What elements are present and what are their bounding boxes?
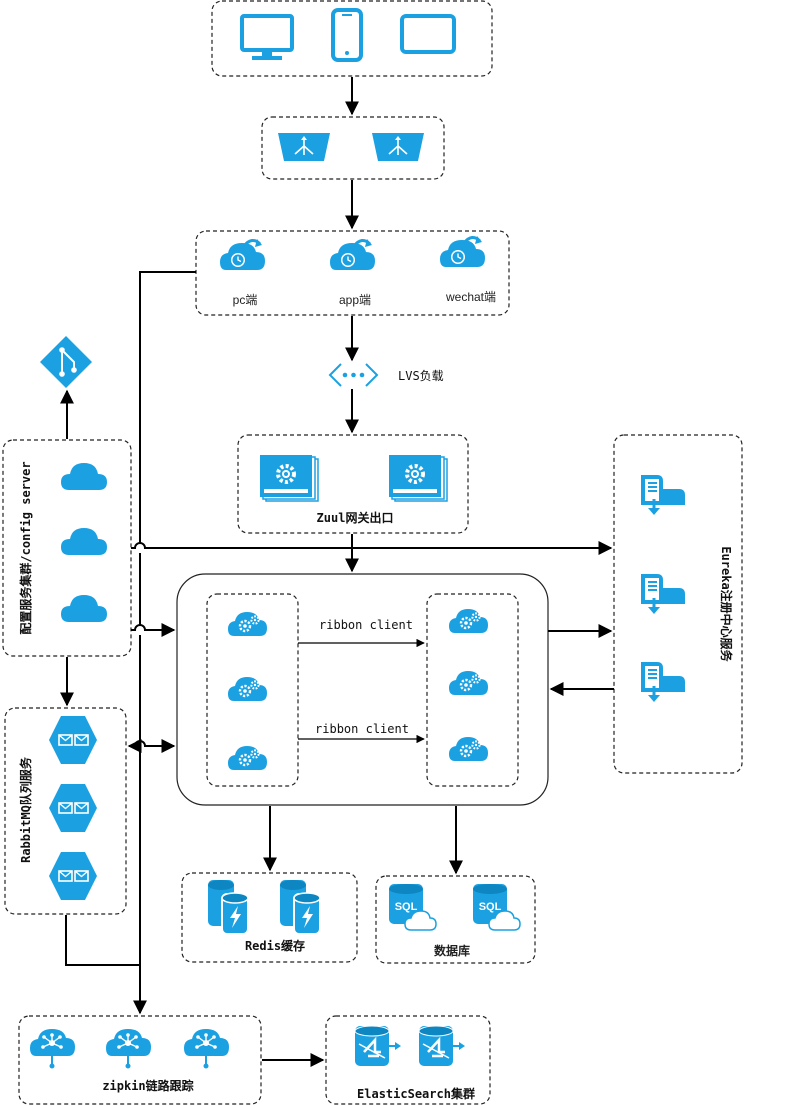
config-label: 配置服务集群/config server xyxy=(18,461,33,634)
config-box xyxy=(2,439,132,657)
wechat-label: wechat端 xyxy=(445,290,496,304)
clients-box xyxy=(211,0,493,77)
search-db-icon xyxy=(417,1024,467,1068)
search-db-icon xyxy=(353,1024,403,1068)
cloud-icon xyxy=(61,528,107,555)
cloud-gears-icon xyxy=(226,610,269,638)
eureka-label: Eureka注册中心服务 xyxy=(719,546,734,662)
cloud-gears-icon xyxy=(447,735,490,763)
es-box xyxy=(325,1015,491,1105)
services-box xyxy=(176,573,549,806)
rabbit-box xyxy=(4,707,127,915)
balancer-box xyxy=(261,116,445,180)
gear-window-icon xyxy=(258,453,320,503)
pc-label: pc端 xyxy=(233,293,258,307)
tablet-icon xyxy=(400,14,456,54)
services-left-box xyxy=(206,593,299,787)
monitor-icon xyxy=(240,14,294,60)
cloud-icon xyxy=(61,463,107,490)
services-right-box xyxy=(426,593,519,787)
cloud-clock-icon xyxy=(438,234,487,269)
connectors xyxy=(60,77,614,1067)
cloud-network-icon xyxy=(183,1028,230,1070)
sql-db-icon xyxy=(472,883,521,931)
ribbon-label: ribbon client xyxy=(315,722,409,736)
message-queue-icon xyxy=(48,783,98,833)
network-dots-icon xyxy=(328,363,379,387)
es-label: ElasticSearch集群 xyxy=(357,1086,475,1101)
zuul-box xyxy=(237,434,469,534)
rabbit-label: RabbitMQ队列服务 xyxy=(18,756,33,863)
cloud-clock-icon xyxy=(218,237,267,272)
service-registry-icon xyxy=(639,660,687,704)
message-queue-icon xyxy=(48,851,98,901)
git-icon xyxy=(40,336,92,388)
zuul-label: Zuul网关出口 xyxy=(317,510,394,525)
redis-box xyxy=(181,872,358,963)
cache-db-icon xyxy=(279,879,321,935)
db-label: 数据库 xyxy=(434,943,470,958)
cloud-gears-icon xyxy=(226,675,269,703)
cloud-network-icon xyxy=(29,1028,76,1070)
cloud-gears-icon xyxy=(447,607,490,635)
ribbon-label: ribbon client xyxy=(319,618,413,632)
load-balancer-icon xyxy=(277,132,331,162)
cloud-clock-icon xyxy=(328,237,377,272)
zipkin-label: zipkin链路跟踪 xyxy=(102,1078,193,1093)
redis-label: Redis缓存 xyxy=(245,938,305,953)
cloud-network-icon xyxy=(105,1028,152,1070)
sql-db-icon xyxy=(388,883,437,931)
phone-icon xyxy=(331,8,363,62)
cloud-gears-icon xyxy=(447,669,490,697)
load-balancer-icon xyxy=(371,132,425,162)
message-queue-icon xyxy=(48,715,98,765)
cloud-gears-icon xyxy=(226,744,269,772)
lvs-label: LVS负载 xyxy=(398,369,444,383)
cache-db-icon xyxy=(207,879,249,935)
app-label: app端 xyxy=(339,293,371,307)
service-registry-icon xyxy=(639,572,687,616)
eureka-box xyxy=(613,434,743,774)
cloud-icon xyxy=(61,595,107,622)
gear-window-icon xyxy=(387,453,449,503)
service-registry-icon xyxy=(639,473,687,517)
